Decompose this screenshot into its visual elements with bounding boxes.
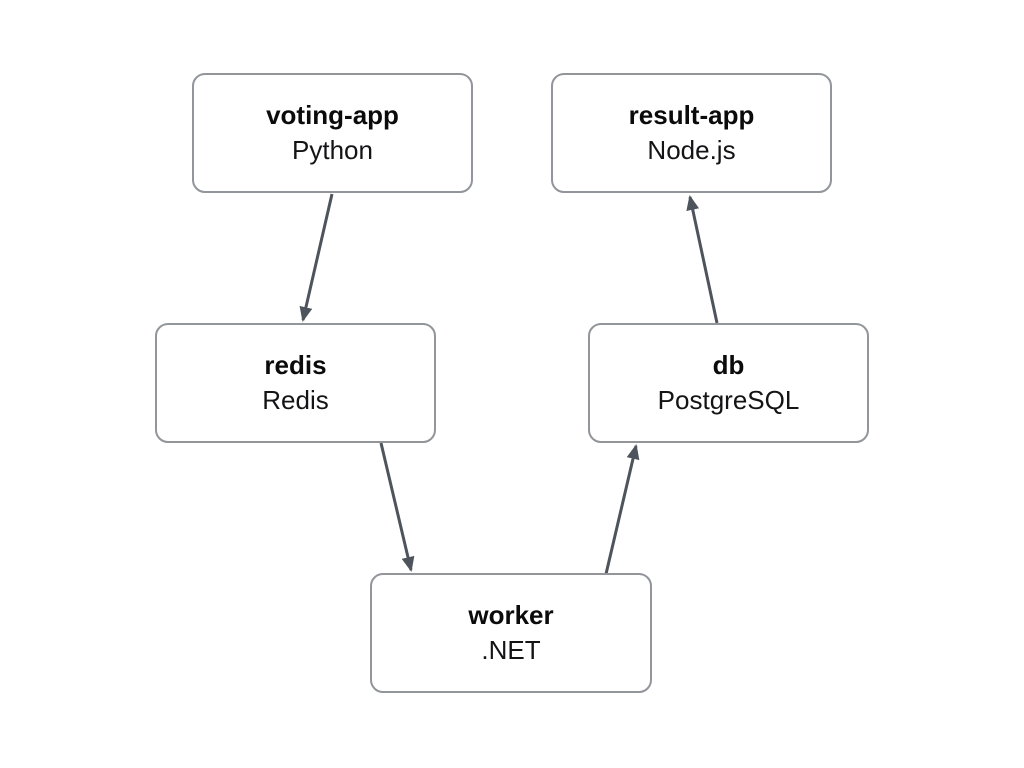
node-worker: worker .NET bbox=[370, 573, 652, 693]
node-voting-app: voting-app Python bbox=[192, 73, 473, 193]
edge-db-to-result-app bbox=[686, 195, 719, 324]
node-result-app: result-app Node.js bbox=[551, 73, 832, 193]
node-subtitle: PostgreSQL bbox=[657, 385, 800, 415]
node-title: result-app bbox=[628, 100, 755, 130]
node-subtitle: .NET bbox=[481, 635, 541, 665]
node-subtitle: Redis bbox=[262, 385, 329, 415]
node-title: voting-app bbox=[266, 100, 399, 130]
edge-redis-to-worker bbox=[379, 442, 415, 572]
node-subtitle: Node.js bbox=[647, 135, 736, 165]
node-title: db bbox=[712, 350, 745, 380]
node-title: worker bbox=[468, 600, 554, 630]
edge-worker-to-db bbox=[604, 444, 640, 575]
node-title: redis bbox=[264, 350, 327, 380]
node-subtitle: Python bbox=[292, 135, 373, 165]
edge-voting-app-to-redis bbox=[299, 193, 334, 322]
node-db: db PostgreSQL bbox=[588, 323, 869, 443]
node-redis: redis Redis bbox=[155, 323, 436, 443]
